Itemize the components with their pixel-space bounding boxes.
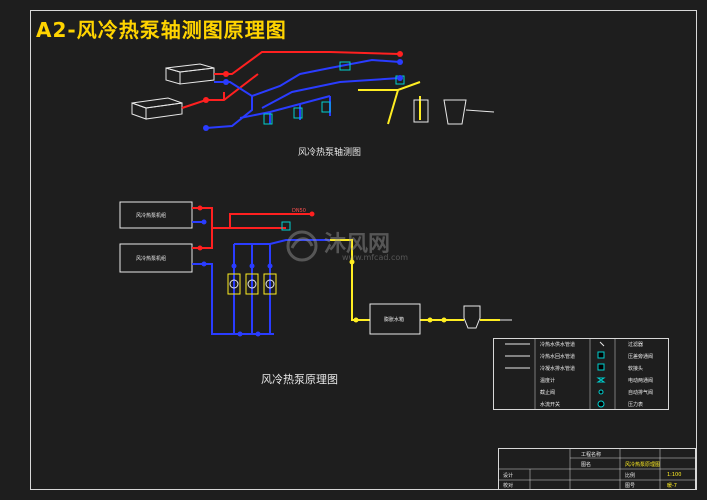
- legend-right-label: 电动两通阀: [628, 378, 654, 384]
- tb-scale-label: 比例: [625, 473, 636, 479]
- watermark: 沐风网 www.mfcad.com: [282, 226, 432, 266]
- legend-right-label: 压力表: [628, 402, 644, 408]
- pipe-tag: DN50: [292, 208, 306, 214]
- legend-row: 截止阀 自动排气阀: [494, 387, 670, 399]
- legend-right-label: 过滤器: [628, 342, 644, 348]
- legend-left-label: 水流开关: [540, 402, 561, 408]
- iso-valves-red: [203, 51, 403, 103]
- sch-valves-red: [197, 205, 315, 251]
- legend-symbols: [505, 341, 606, 408]
- legend-grid: [534, 338, 616, 410]
- legend-row: 冷凝水排水管道 软接头: [494, 363, 670, 375]
- unit-1-label: 风冷热泵机组: [136, 213, 167, 219]
- legend-row: 冷热水供水管道 过滤器: [494, 339, 670, 351]
- sch-filter: [281, 221, 291, 231]
- legend-row: 水流开关 压力表: [494, 399, 670, 411]
- iso-pumps: [263, 61, 405, 125]
- legend-right-label: 压差旁通阀: [628, 354, 654, 360]
- tb-project: 工程名称: [581, 452, 602, 458]
- title-block-grid: [498, 448, 696, 490]
- tank-label: 膨胀水箱: [384, 317, 405, 323]
- sch-expansion-vessel: [463, 305, 481, 329]
- sch-pump-symbols: [229, 279, 275, 289]
- isometric-diagram: [131, 51, 495, 131]
- unit-2-box: [119, 243, 193, 273]
- legend-row: 温度计 电动两通阀: [494, 375, 670, 387]
- schematic-diagram: [119, 201, 512, 337]
- drawing-frame: [30, 10, 697, 490]
- watermark-text: 沐风网: [324, 232, 391, 257]
- legend-left-label: 冷凝水排水管道: [540, 366, 576, 372]
- tb-sheet-no: 暖-7: [667, 483, 677, 489]
- unit-1-box: [119, 201, 193, 229]
- legend-left-label: 截止阀: [540, 390, 556, 396]
- legend-left-label: 冷热水回水管道: [540, 354, 576, 360]
- drawing-title: A2-风冷热泵轴测图原理图: [36, 18, 287, 42]
- iso-unit-2: [131, 97, 183, 120]
- sch-valves-blue: [201, 219, 273, 337]
- sch-valves-yellow: [349, 259, 447, 323]
- iso-makeup-pipe: [358, 81, 421, 125]
- unit-2-label: 风冷热泵机组: [136, 256, 167, 262]
- iso-expansion-tank: [413, 99, 495, 125]
- tb-design: 设计: [503, 473, 514, 479]
- legend-right-label: 软接头: [628, 366, 644, 372]
- legend-left-label: 温度计: [540, 378, 556, 384]
- tb-drawing-name: 风冷热泵原理图: [625, 462, 661, 468]
- iso-unit-1: [165, 63, 215, 85]
- tb-scale: 1:100: [667, 472, 682, 478]
- iso-valves-blue: [203, 59, 403, 131]
- legend-row: 冷热水回水管道 压差旁通阀: [494, 351, 670, 363]
- schematic-caption: 风冷热泵原理图: [261, 373, 338, 386]
- isometric-caption: 风冷热泵轴测图: [298, 148, 362, 158]
- tb-check: 校对: [503, 483, 514, 489]
- legend-right-label: 自动排气阀: [628, 390, 654, 396]
- tb-sheet-label: 图号: [625, 483, 636, 489]
- watermark-logo-icon: [286, 230, 318, 262]
- title-block: 工程名称 图名 风冷热泵原理图 设计 校对 比例 1:100 图号 暖-7: [498, 448, 696, 490]
- legend-table: 冷热水供水管道 过滤器 冷热水回水管道 压差旁通阀 冷凝水排水管道 软接头 温度…: [493, 338, 669, 410]
- tb-drawing-label: 图名: [581, 462, 592, 468]
- watermark-url: www.mfcad.com: [342, 253, 409, 262]
- sch-tank: [369, 303, 421, 335]
- legend-left-label: 冷热水供水管道: [540, 342, 576, 348]
- iso-return-pipe: [205, 58, 401, 129]
- sch-pumps: [227, 273, 277, 295]
